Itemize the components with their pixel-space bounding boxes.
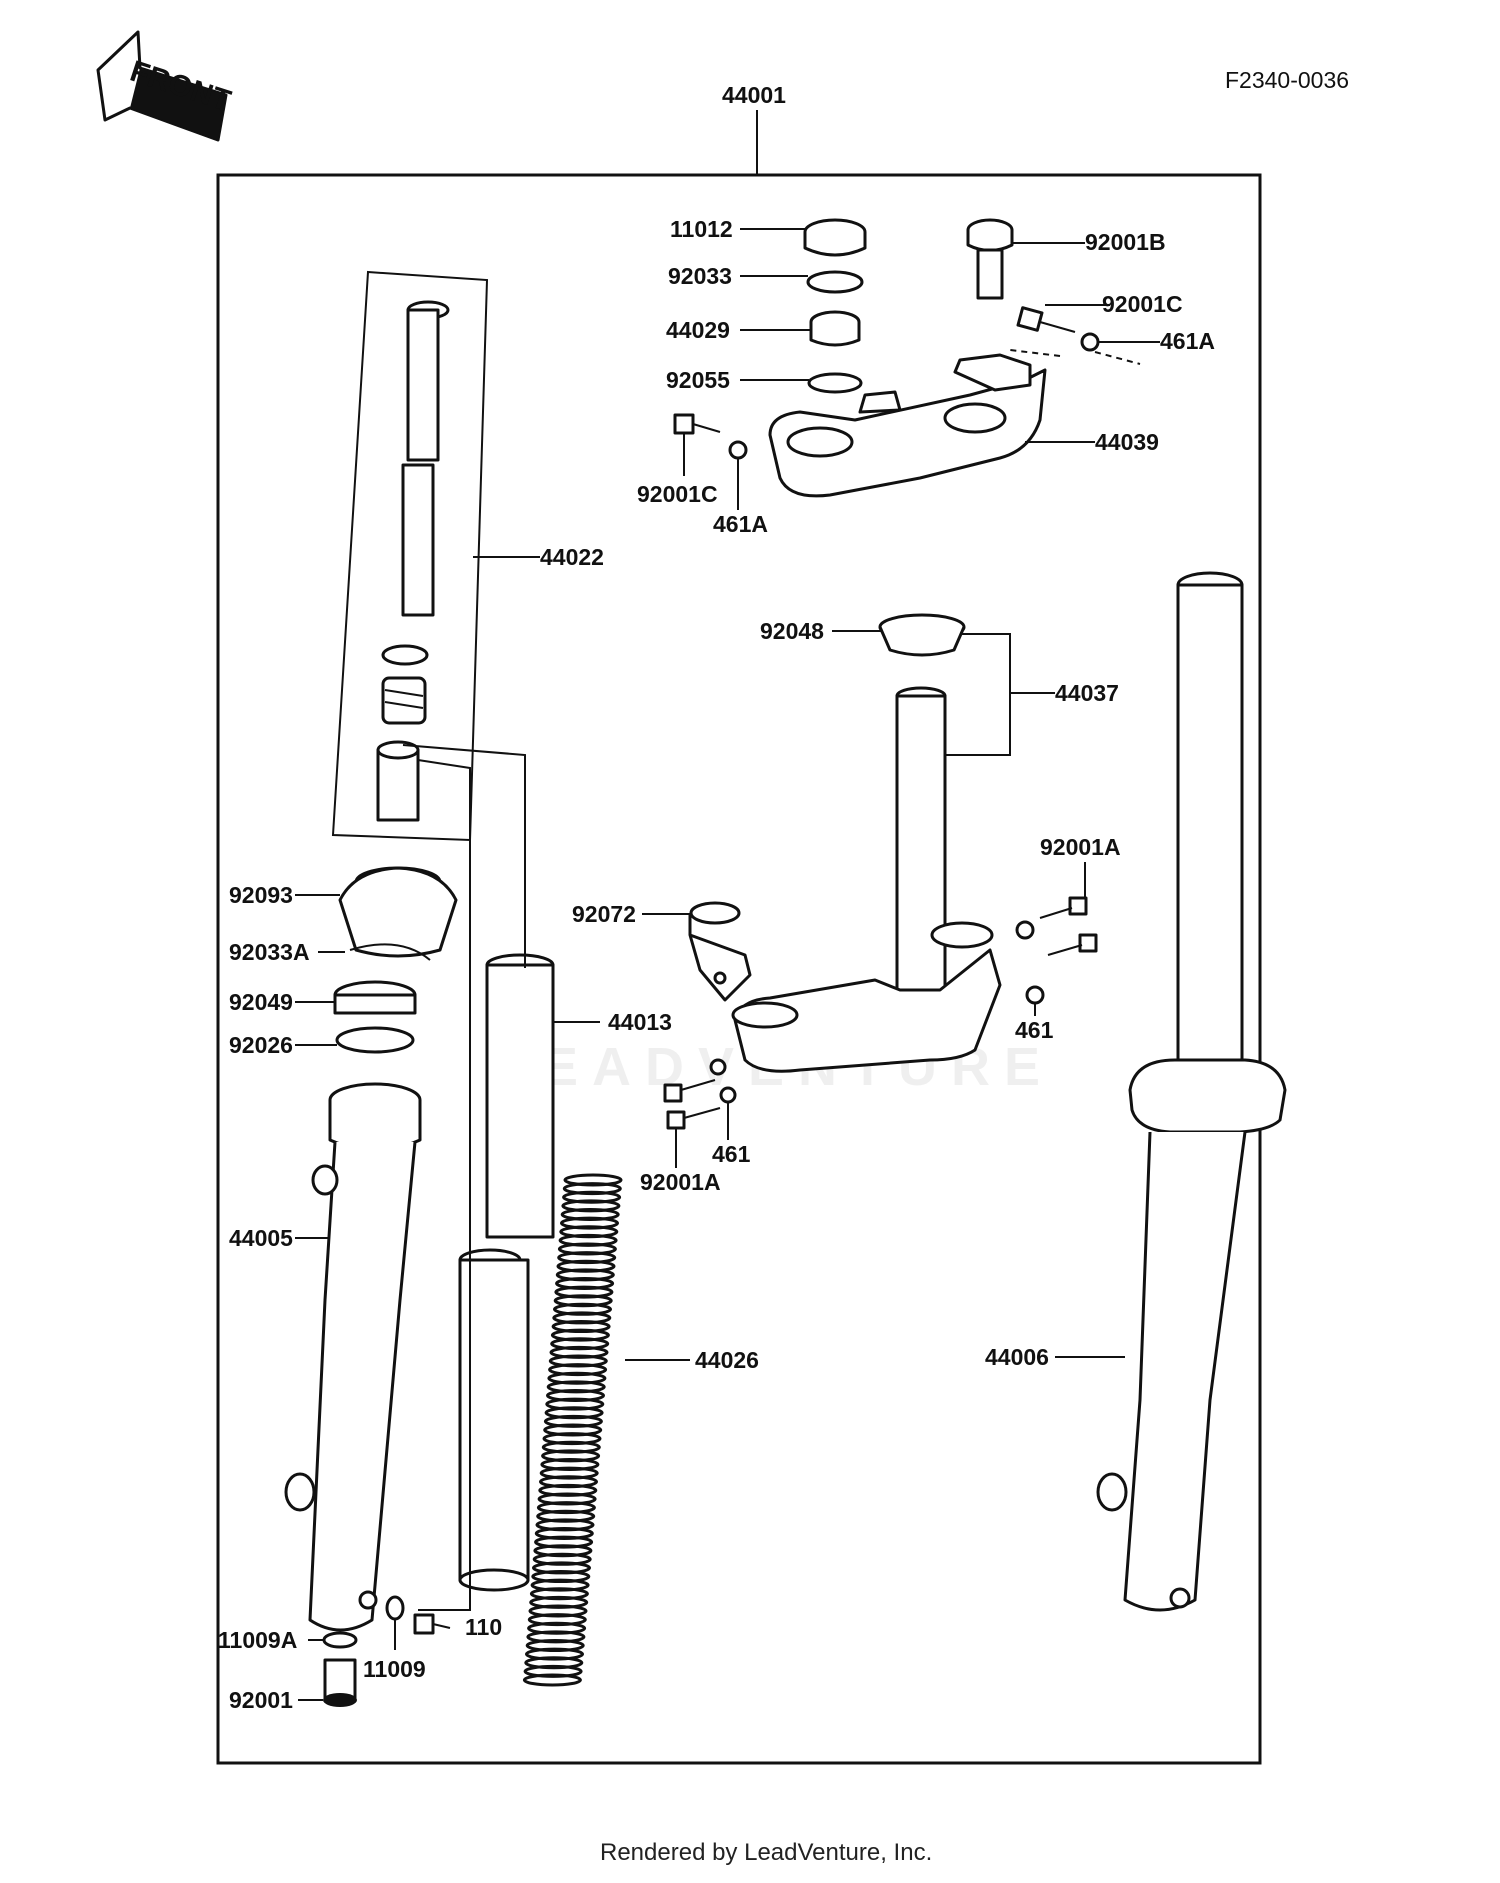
callout-461A-upper: 461A xyxy=(1160,328,1215,354)
callout-44013: 44013 xyxy=(608,1009,672,1035)
callout-44039: 44039 xyxy=(1095,429,1159,455)
outer-tube-left-44005 xyxy=(284,1082,422,1632)
callout-92001A-lower: 92001A xyxy=(640,1169,721,1195)
callout-461-right: 461 xyxy=(1015,1017,1054,1043)
steering-stem-44037 xyxy=(731,613,1002,1073)
callout-labels: 11012 92033 44029 92055 92001B 92001C 46… xyxy=(218,216,1215,1713)
fork-assembly-right-44006 xyxy=(1096,571,1287,1612)
callout-92033A: 92033A xyxy=(229,939,310,965)
assembly-frame xyxy=(216,173,1262,1765)
callout-92072: 92072 xyxy=(572,901,636,927)
fork-spring-44026 xyxy=(522,1173,623,1687)
callout-44022: 44022 xyxy=(540,544,604,570)
callout-92026: 92026 xyxy=(229,1032,293,1058)
callout-44005: 44005 xyxy=(229,1225,293,1251)
callout-92001B: 92001B xyxy=(1085,229,1166,255)
callout-44006: 44006 xyxy=(985,1344,1049,1370)
fork-cap-group xyxy=(803,218,867,394)
spring-coil xyxy=(522,1673,582,1687)
footer-credit: Rendered by LeadVenture, Inc. xyxy=(600,1839,932,1866)
callout-461-left: 461 xyxy=(712,1141,751,1167)
document-id: F2340-0036 xyxy=(1225,67,1349,93)
stem-bolts xyxy=(663,896,1098,1130)
callout-92049: 92049 xyxy=(229,989,293,1015)
front-arrow-sign: FRONT xyxy=(96,30,235,142)
callout-92001C-upper: 92001C xyxy=(1102,291,1183,317)
inner-tube-44013 xyxy=(402,744,555,1611)
callout-461A-lower: 461A xyxy=(713,511,768,537)
callout-110: 110 xyxy=(465,1614,502,1640)
callout-44029: 44029 xyxy=(666,317,730,343)
callout-92001A-upper: 92001A xyxy=(1040,834,1121,860)
callout-44037: 44037 xyxy=(1055,680,1119,706)
bolt-92001B xyxy=(966,218,1014,300)
callout-92055: 92055 xyxy=(666,367,730,393)
leader-lines xyxy=(295,228,1160,1701)
callout-92048: 92048 xyxy=(760,618,824,644)
assembly-number: 44001 xyxy=(722,82,786,108)
callout-92033: 92033 xyxy=(668,263,732,289)
callout-92001C-lower: 92001C xyxy=(637,481,718,507)
bottom-fasteners xyxy=(322,1595,451,1707)
callout-11009A: 11009A xyxy=(218,1627,297,1653)
bolt-92001C-upper xyxy=(1009,306,1141,365)
callout-11009: 11009 xyxy=(363,1656,426,1682)
callout-92001: 92001 xyxy=(229,1687,293,1713)
damper-rod-group-44022 xyxy=(331,270,489,842)
callout-11012: 11012 xyxy=(670,216,733,242)
callout-92093: 92093 xyxy=(229,882,293,908)
cable-guide-92072 xyxy=(688,901,752,1002)
callout-44026: 44026 xyxy=(695,1347,759,1373)
seal-stack xyxy=(333,866,458,1054)
bolt-92001C-lower xyxy=(673,413,748,460)
upper-fork-bracket-44039 xyxy=(768,353,1047,498)
